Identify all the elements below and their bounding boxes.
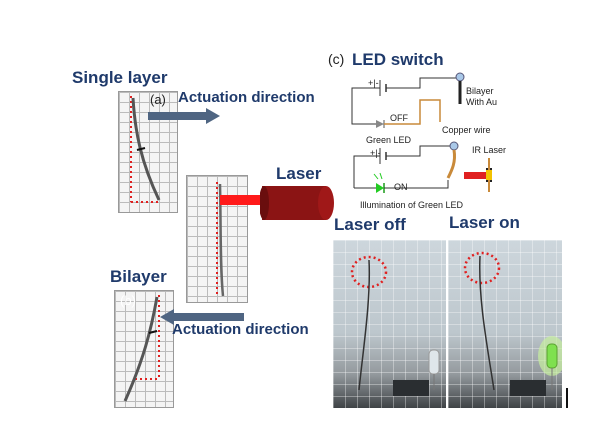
laser-beam (220, 195, 264, 205)
panel-b-label: (b) (120, 293, 136, 308)
bilayer-au-label-1: Bilayer (466, 86, 494, 96)
led-switch-title: LED switch (352, 50, 444, 69)
laser-target-photo (186, 175, 248, 303)
illumination-label: Illumination of Green LED (360, 200, 464, 210)
bilayer-photo (114, 290, 174, 408)
bilayer-title: Bilayer (110, 267, 167, 286)
laser-on-scene (463, 251, 562, 396)
actuation-direction-a-label: Actuation direction (178, 89, 315, 106)
panel-a-label: (a) (150, 92, 166, 107)
on-label: ON (394, 182, 408, 192)
laser-off-photo (333, 240, 446, 408)
copper-wire-label: Copper wire (442, 125, 491, 135)
off-label: OFF (390, 113, 408, 123)
bilayer-strip (123, 295, 160, 402)
actuation-direction-b-label: Actuation direction (172, 321, 309, 338)
scale-bar (566, 388, 568, 408)
actuation-arrow-b (160, 309, 244, 325)
laser-on-photo (448, 240, 562, 408)
ir-laser-label: IR Laser (472, 145, 507, 155)
laser-off-title: Laser off (334, 215, 406, 234)
laser-device (260, 186, 334, 220)
laser-title: Laser (276, 164, 322, 183)
laser-off-scene (350, 255, 440, 396)
actuation-arrow-a (148, 108, 220, 124)
single-layer-strip (130, 96, 161, 203)
single-layer-title: Single layer (72, 68, 168, 87)
green-led-label: Green LED (366, 135, 412, 145)
battery-bottom-sign: +|- (370, 148, 381, 158)
panel-c-label: (c) (328, 51, 345, 67)
bilayer-au-label-2: With Au (466, 97, 498, 107)
laser-on-title: Laser on (449, 213, 520, 232)
battery-top-sign: +|- (368, 78, 379, 88)
led-switch-circuit (351, 72, 492, 193)
